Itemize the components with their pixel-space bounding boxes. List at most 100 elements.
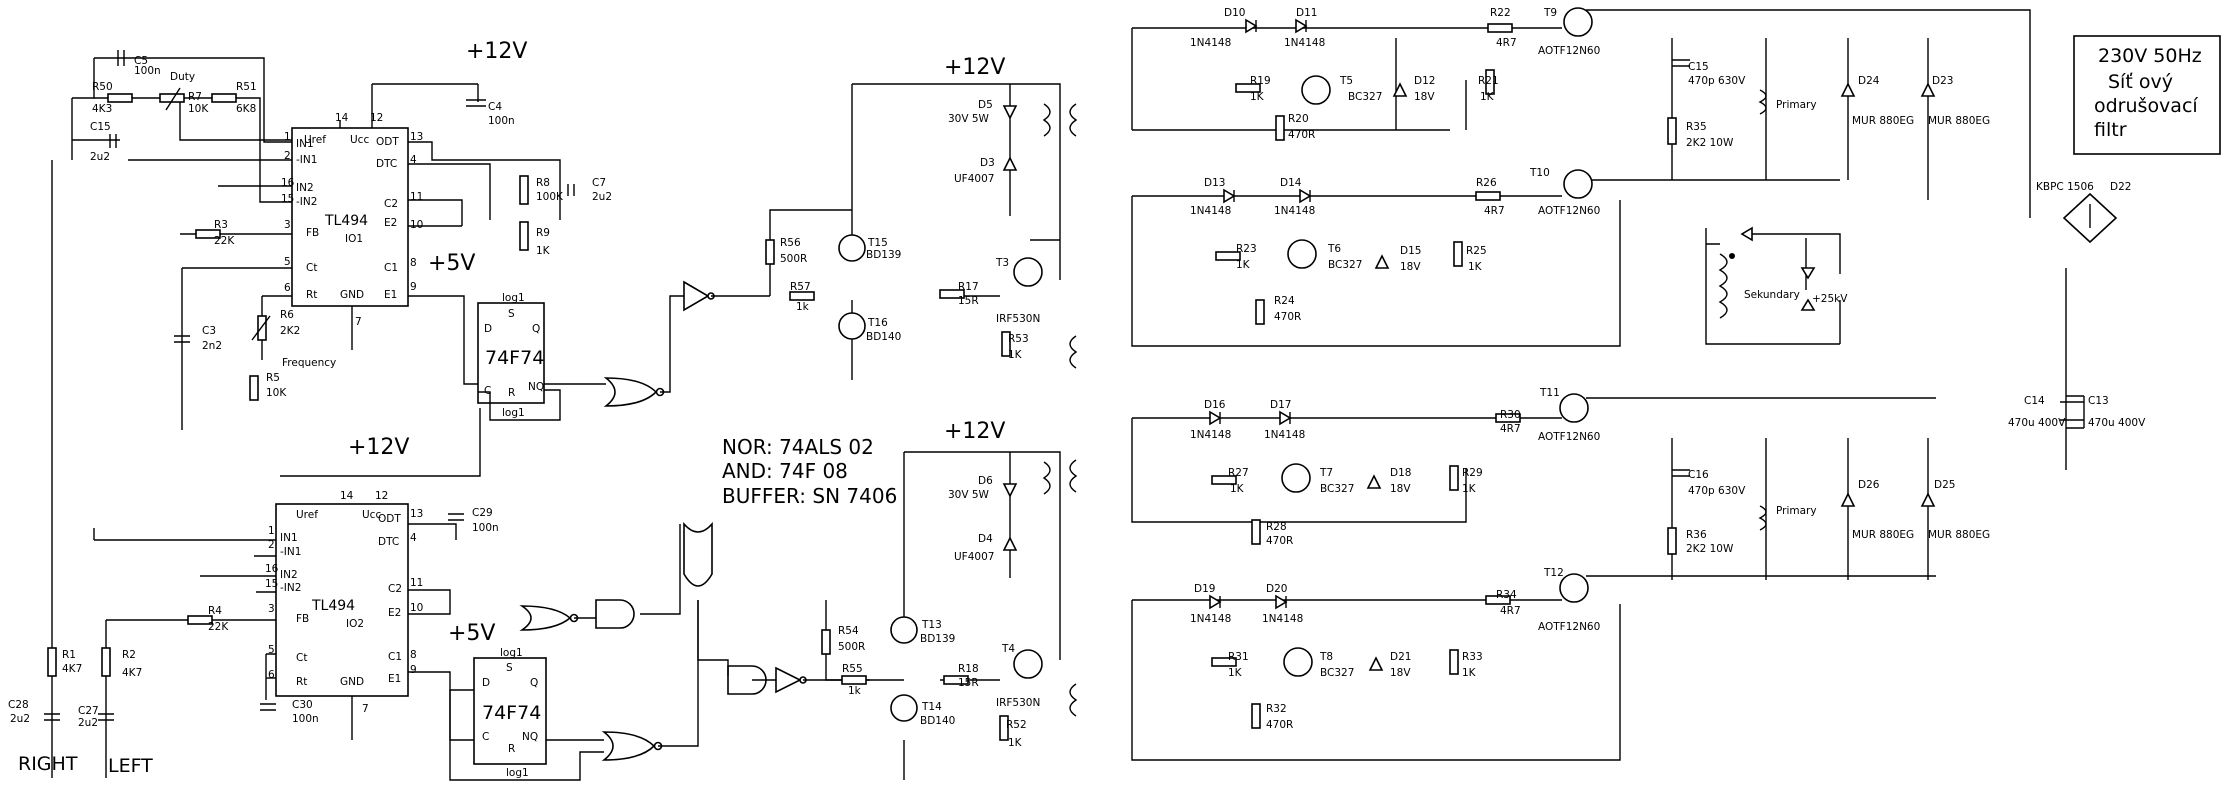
- label: T3: [995, 257, 1009, 269]
- label: AOTF12N60: [1538, 431, 1600, 443]
- label: R52: [1006, 719, 1027, 731]
- supply-12v-top: +12V: [466, 39, 527, 64]
- label: T7: [1319, 467, 1333, 479]
- mains-line2: Síť ový: [2108, 71, 2173, 93]
- label: D6: [978, 475, 993, 487]
- label: D5: [978, 99, 993, 111]
- pin-uref: Uref: [296, 509, 318, 521]
- label: C13: [2088, 395, 2109, 407]
- label: R36: [1686, 529, 1707, 541]
- label: MUR 880EG: [1928, 115, 1990, 127]
- pin-odt: ODT: [376, 136, 399, 148]
- tl494-ic2: TL494 IO2 Uref Ucc IN1 -IN1 IN2 -IN2 FB …: [265, 490, 423, 715]
- label: R57: [790, 281, 811, 293]
- label: R55: [842, 663, 863, 675]
- pin-e1: E1: [384, 289, 397, 301]
- label: 470p 630V: [1688, 485, 1746, 497]
- nor-gate-2: [601, 731, 663, 761]
- resistor-r51: R51 6K8: [211, 81, 257, 115]
- label: MUR 880EG: [1852, 529, 1914, 541]
- label: BD139: [920, 633, 955, 645]
- pin-num: 1: [284, 131, 291, 143]
- pin-num: 8: [410, 649, 417, 661]
- label: 22K: [208, 621, 229, 633]
- ff2-log1-bot: log1: [506, 767, 529, 779]
- label: 1K: [1250, 91, 1265, 103]
- label: D19: [1194, 583, 1215, 595]
- gate-driver-t10: D13 1N4148 D14 1N4148 R26 4R7 T10 AOTF12…: [1131, 167, 1840, 347]
- label: R53: [1008, 333, 1029, 345]
- label: R18: [958, 663, 979, 675]
- buffer-1: [683, 280, 715, 312]
- label: R30: [1500, 409, 1521, 421]
- output-left-label: LEFT: [108, 755, 153, 777]
- label: 1K: [1236, 259, 1251, 271]
- resistor-r9: R9 1K: [519, 221, 551, 257]
- resistor-r3: R3 22K: [195, 219, 235, 247]
- label: D18: [1390, 467, 1411, 479]
- bridge-rectifier: KBPC 1506 D22: [2036, 181, 2131, 244]
- label: BC327: [1320, 667, 1354, 679]
- label: R5: [266, 372, 280, 384]
- resistor-r50: R50 4K3: [92, 81, 133, 115]
- resistor-r8: R8 100K: [519, 175, 564, 205]
- label: UF4007: [954, 173, 994, 185]
- label: 30V 5W: [948, 489, 990, 501]
- label: 100n: [292, 713, 319, 725]
- label: D14: [1280, 177, 1302, 189]
- label: R8: [536, 177, 550, 189]
- pin-num: 6: [268, 669, 275, 681]
- ff1-s: S: [508, 308, 515, 320]
- label: 2K2 10W: [1686, 543, 1734, 555]
- pin-in1-neg: -IN1: [296, 154, 317, 166]
- pin-rt: Rt: [296, 676, 307, 688]
- label: T16: [867, 317, 888, 329]
- pin-gnd: GND: [340, 676, 364, 688]
- potentiometer-r6: R6 2K2 Frequency: [251, 309, 336, 369]
- pin-num: 5: [268, 644, 275, 656]
- pin-c1: C1: [384, 262, 398, 274]
- label: R19: [1250, 75, 1271, 87]
- pin-in2: IN2: [280, 569, 298, 581]
- label: C29: [472, 507, 493, 519]
- label: 2u2: [592, 191, 612, 203]
- label: R27: [1228, 467, 1249, 479]
- label: 30V 5W: [948, 113, 990, 125]
- pin-c2: C2: [384, 198, 398, 210]
- left-wiring: [51, 57, 870, 781]
- label: T6: [1327, 243, 1341, 255]
- label: AOTF12N60: [1538, 621, 1600, 633]
- ff1-name: 74F74: [485, 347, 544, 369]
- pin-ct: Ct: [306, 262, 317, 274]
- label: D15: [1400, 245, 1421, 257]
- label: D10: [1224, 7, 1245, 19]
- label: C5: [134, 55, 148, 67]
- label: 18V: [1414, 91, 1435, 103]
- label: D3: [980, 157, 995, 169]
- primary-section-1: C15 470p 630V R35 2K2 10W Primary D24 MU…: [1667, 38, 1990, 200]
- ff2-q: Q: [530, 677, 538, 689]
- label: R23: [1236, 243, 1257, 255]
- label: 1K: [536, 245, 551, 257]
- label: 1K: [1008, 349, 1023, 361]
- mains-filter-box: 230V 50Hz Síť ový odrušovací filtr: [2073, 35, 2221, 155]
- label: R29: [1462, 467, 1483, 479]
- label: R28: [1266, 521, 1287, 533]
- label: R20: [1288, 113, 1309, 125]
- label: R7: [188, 91, 202, 103]
- ff1-nq: NQ: [528, 381, 544, 393]
- mains-line4: filtr: [2094, 119, 2127, 141]
- label: 2u2: [10, 713, 30, 725]
- label: C15: [1688, 61, 1709, 73]
- label: 18V: [1400, 261, 1421, 273]
- secondary-winding: Sekundary +25kV: [1705, 226, 1848, 345]
- label: Primary: [1776, 99, 1817, 111]
- ff2-name: 74F74: [482, 702, 541, 724]
- label: C14: [2024, 395, 2045, 407]
- label: MUR 880EG: [1852, 115, 1914, 127]
- pin-num: 9: [410, 664, 417, 676]
- label: R2: [122, 649, 136, 661]
- label: 18V: [1390, 483, 1411, 495]
- capacitor-c27: C27 2u2: [78, 705, 114, 729]
- pin-num: 10: [410, 219, 423, 231]
